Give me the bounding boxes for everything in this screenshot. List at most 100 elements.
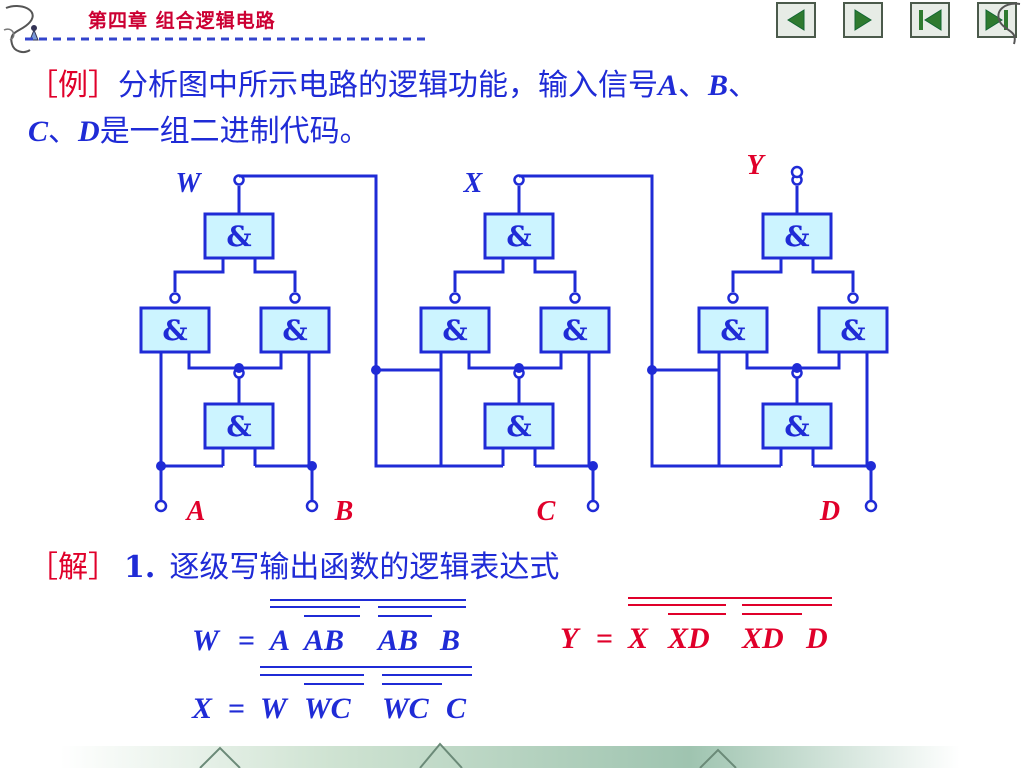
- terminal: [586, 499, 600, 513]
- eq-w-term2: AB: [302, 624, 344, 657]
- wire: [811, 258, 855, 292]
- wire: [453, 258, 505, 292]
- inverter-bubble: [847, 292, 859, 304]
- nand-gate: [203, 402, 275, 450]
- junction-dot: [371, 365, 381, 375]
- nand-gate: [483, 402, 555, 450]
- gate-symbol: &: [784, 220, 809, 253]
- wire: [173, 258, 225, 292]
- nand-gate: [697, 306, 769, 354]
- wire: [239, 174, 441, 372]
- var-a: A: [658, 69, 679, 102]
- nand-gate: [203, 212, 275, 260]
- eq-w-equals: =: [238, 624, 255, 657]
- corner-ornament-right: [997, 2, 1021, 45]
- header-dashed-line: [25, 37, 430, 41]
- inverter-bubble: [449, 292, 461, 304]
- solution-tag: ［解］: [28, 550, 118, 585]
- output-label-w: W: [176, 168, 203, 199]
- gate-symbol: &: [784, 410, 809, 443]
- next-button[interactable]: [843, 2, 883, 38]
- gate-symbol: &: [840, 314, 865, 347]
- nand-gate: [259, 306, 331, 354]
- equation-x: X = W WC WC C: [191, 692, 467, 725]
- nand-gate: [419, 306, 491, 354]
- gate-symbol: &: [442, 314, 467, 347]
- terminal: [154, 499, 168, 513]
- junction-dot: [514, 363, 524, 373]
- chapter-title: 第四章 组合逻辑电路: [88, 10, 276, 32]
- triangle-left-icon: [787, 9, 805, 31]
- bottom-decoration: [60, 742, 960, 768]
- problem-text-1: 分析图中所示电路的逻辑功能，输入信号: [118, 68, 658, 103]
- eq-x-overbars: [260, 666, 472, 685]
- triangle-right-icon: [854, 9, 872, 31]
- eq-y-term4: D: [805, 622, 828, 655]
- nand-gate: [761, 212, 833, 260]
- eq-x-term2: WC: [304, 692, 352, 725]
- solution-line: ［解］1. 逐级写输出函数的逻辑表达式: [28, 548, 559, 588]
- gate-symbol: &: [720, 314, 745, 347]
- eq-y-term2: XD: [667, 622, 710, 655]
- wire: [731, 258, 783, 292]
- problem-text-2: 是一组二进制代码。: [99, 114, 370, 149]
- var-d: D: [78, 115, 100, 148]
- input-label-b: B: [334, 496, 354, 527]
- gate-symbol: &: [162, 314, 187, 347]
- gate-symbol: &: [282, 314, 307, 347]
- eq-x-equals: =: [228, 692, 245, 725]
- eq-w-term1: A: [268, 624, 290, 657]
- wire: [519, 174, 719, 372]
- eq-y-term1: X: [627, 622, 649, 655]
- problem-line-1: ［例］分析图中所示电路的逻辑功能，输入信号A、B、: [28, 66, 758, 106]
- separator: 、: [678, 68, 709, 103]
- gate-symbol: &: [506, 220, 531, 253]
- terminal: [790, 165, 804, 179]
- step-number: 1.: [124, 550, 156, 585]
- wire: [253, 258, 297, 292]
- gate-symbol: &: [506, 410, 531, 443]
- eq-y-overbars: [628, 597, 832, 615]
- prev-button[interactable]: [776, 2, 816, 38]
- step-text: 逐级写输出函数的逻辑表达式: [169, 550, 560, 585]
- gate-symbol: &: [226, 410, 251, 443]
- junction-dot: [792, 363, 802, 373]
- separator: 、: [48, 114, 79, 149]
- wire: [374, 370, 503, 468]
- junction-dot: [647, 365, 657, 375]
- inverter-bubble: [169, 292, 181, 304]
- first-button[interactable]: [910, 2, 950, 38]
- output-label-x: X: [463, 168, 484, 199]
- equations: W = A AB AB B X = W WC WC C Y = X XD XD …: [191, 597, 832, 725]
- nand-gate: [817, 306, 889, 354]
- eq-y-equals: =: [596, 622, 613, 655]
- var-c: C: [28, 115, 49, 148]
- eq-x-term1: W: [260, 692, 289, 725]
- input-label-a: A: [185, 496, 206, 527]
- gate-symbol: &: [226, 220, 251, 253]
- output-label-y: Y: [746, 150, 766, 181]
- separator: 、: [728, 68, 759, 103]
- wire: [533, 258, 577, 292]
- eq-y-term3: XD: [741, 622, 784, 655]
- equation-w: W = A AB AB B: [192, 624, 460, 657]
- eq-x-lhs: X: [191, 692, 213, 725]
- eq-w-term3: AB: [376, 624, 418, 657]
- input-label-c: C: [537, 496, 556, 527]
- junction-dot: [234, 363, 244, 373]
- var-b: B: [708, 69, 729, 102]
- eq-w-term4: B: [439, 624, 460, 657]
- equation-y: Y = X XD XD D: [560, 622, 828, 655]
- nand-gate: [139, 306, 211, 354]
- problem-line-2: C、D是一组二进制代码。: [28, 112, 370, 152]
- gate-symbol: &: [562, 314, 587, 347]
- input-label-d: D: [819, 496, 840, 527]
- terminal: [864, 499, 878, 513]
- nand-gate: [539, 306, 611, 354]
- terminal: [305, 499, 319, 513]
- skip-first-icon: [919, 9, 942, 31]
- eq-w-lhs: W: [192, 624, 221, 657]
- inverter-bubble: [289, 292, 301, 304]
- inverter-bubble: [569, 292, 581, 304]
